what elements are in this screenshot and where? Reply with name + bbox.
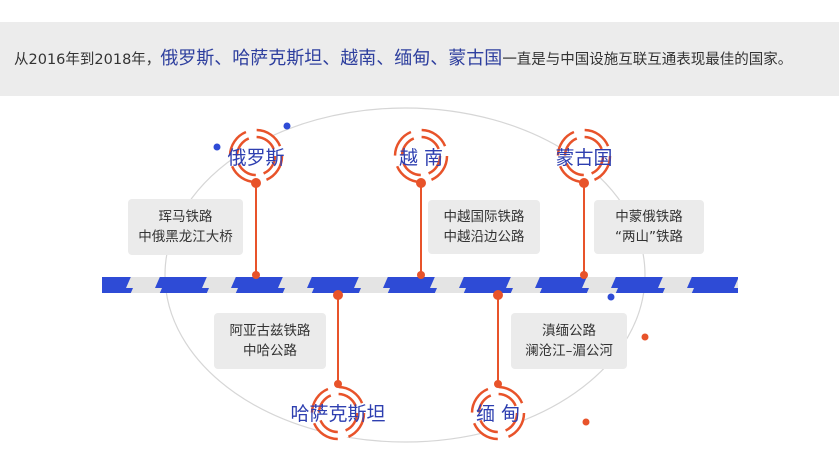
route-item: 中俄黑龙江大桥 — [138, 229, 233, 245]
timeline-bar — [102, 277, 738, 293]
country-russia: 俄罗斯 — [227, 147, 285, 169]
route-item: 中越国际铁路 — [443, 209, 525, 225]
route-item: 中哈公路 — [243, 343, 297, 359]
route-item: 滇缅公路 — [542, 323, 596, 339]
orbit-dot-blue-top — [283, 122, 291, 130]
bar-dot-mongolia — [580, 271, 588, 279]
ripple-inner-vietnam — [400, 135, 442, 177]
ripple-inner-russia — [235, 135, 277, 177]
ripple-inner-mongolia — [563, 135, 605, 177]
orbit-dot-orange-bottom — [582, 418, 590, 426]
route-item: “两山”铁路 — [615, 229, 683, 245]
orbit-dot-blue-right — [607, 293, 615, 301]
bar-dot-myanmar — [494, 380, 502, 388]
route-item: 中越沿边公路 — [443, 229, 525, 245]
route-box-mongolia: 中蒙俄铁路 “两山”铁路 — [594, 200, 704, 254]
orbit-dot-blue-left — [213, 143, 221, 151]
ripple-inner-kazakhstan — [317, 392, 359, 434]
summary-suffix: 一直是与中国设施互联互通表现最佳的国家。 — [502, 52, 793, 68]
route-item: 阿亚古兹铁路 — [229, 323, 311, 339]
route-item: 澜沧江–湄公河 — [525, 343, 613, 359]
connector-dot-myanmar — [493, 290, 503, 300]
route-box-kazakhstan: 阿亚古兹铁路 中哈公路 — [214, 313, 326, 369]
connector-dot-mongolia — [579, 178, 589, 188]
summary-highlight-countries: 俄罗斯、哈萨克斯坦、越南、缅甸、蒙古国 — [160, 48, 503, 69]
connector-dot-russia — [251, 178, 261, 188]
connector-dot-kazakhstan — [333, 290, 343, 300]
country-mongolia: 蒙古国 — [555, 147, 613, 169]
route-box-myanmar: 滇缅公路 澜沧江–湄公河 — [511, 313, 627, 369]
summary-banner: 从2016年到2018年，俄罗斯、哈萨克斯坦、越南、缅甸、蒙古国一直是与中国设施… — [0, 22, 839, 96]
bar-dot-vietnam — [417, 271, 425, 279]
route-box-vietnam: 中越国际铁路 中越沿边公路 — [428, 200, 540, 254]
country-kazakhstan: 哈萨克斯坦 — [290, 403, 386, 425]
bar-dot-russia — [252, 271, 260, 279]
route-item: 珲马铁路 — [158, 209, 213, 225]
summary-prefix: 从2016年到2018年， — [14, 52, 161, 68]
route-item: 中蒙俄铁路 — [615, 209, 683, 225]
orbit-dot-orange-right — [641, 333, 649, 341]
ripple-inner-myanmar — [477, 392, 519, 434]
route-box-russia: 珲马铁路 中俄黑龙江大桥 — [128, 199, 243, 255]
country-myanmar: 缅 甸 — [475, 403, 521, 425]
summary-text: 从2016年到2018年，俄罗斯、哈萨克斯坦、越南、缅甸、蒙古国一直是与中国设施… — [14, 22, 792, 96]
bar-dot-kazakhstan — [334, 380, 342, 388]
connector-dot-vietnam — [416, 178, 426, 188]
orbit-ellipse — [164, 107, 646, 443]
country-vietnam: 越 南 — [398, 147, 444, 169]
